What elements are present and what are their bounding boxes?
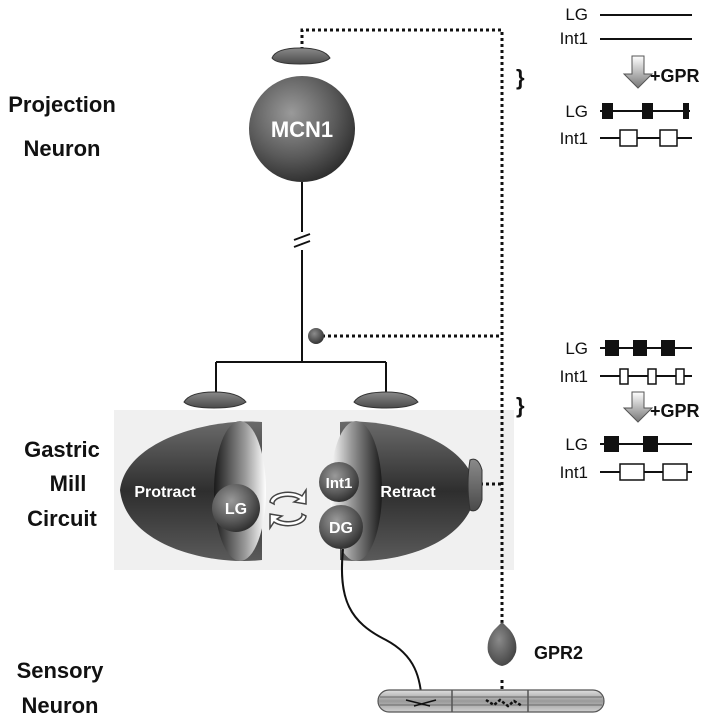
gpr2-neuron	[487, 622, 517, 666]
muscle-fibre	[377, 689, 605, 713]
mcn1-axon	[215, 182, 387, 393]
mcn1-neuron	[249, 76, 355, 182]
synapse-protract	[183, 391, 247, 409]
synapse-retract	[353, 391, 419, 409]
projection-neuron-label: Projection Neuron	[8, 92, 116, 161]
top-before-int1-label: Int1	[560, 29, 588, 48]
svg-text:Gastric: Gastric	[24, 437, 100, 462]
int1-neuron	[319, 462, 359, 502]
gastric-mill-circuit-label: Gastric Mill Circuit	[24, 437, 100, 531]
mcn1-input-synapse	[271, 47, 331, 65]
dg-label: DG	[329, 520, 353, 537]
bottom-gpr-arrow-label: +GPR	[650, 401, 700, 421]
top-after-int1-label: Int1	[560, 129, 588, 148]
top-gpr-arrow-icon	[622, 55, 654, 89]
gpr-feedback-lines	[300, 28, 504, 700]
svg-text:Projection: Projection	[8, 92, 116, 117]
gpr2-label: GPR2	[534, 643, 583, 663]
top-activity-panel: } LG Int1 +GPR LG Int1	[516, 5, 700, 148]
svg-text:Neuron: Neuron	[24, 136, 101, 161]
reciprocal-cycle-icon	[269, 487, 307, 531]
mcn1-terminal	[308, 328, 324, 344]
top-before-lg-label: LG	[565, 5, 588, 24]
svg-text:Circuit: Circuit	[27, 506, 97, 531]
bottom-before-lg-label: LG	[565, 339, 588, 358]
svg-text:Mill: Mill	[50, 471, 87, 496]
mcn1-label: MCN1	[271, 117, 333, 142]
top-panel-brace: }	[516, 65, 525, 90]
sensory-neuron-label: Sensory Neuron	[17, 658, 105, 718]
top-after-lg-label: LG	[565, 102, 588, 121]
dg-neuron	[319, 505, 363, 549]
top-gpr-arrow-label: +GPR	[650, 66, 700, 86]
bottom-after-lg-label: LG	[565, 435, 588, 454]
bottom-activity-panel: } LG Int1 +GPR LG Int1	[516, 339, 700, 482]
bottom-gpr-arrow-icon	[622, 391, 654, 423]
bottom-after-int1-label: Int1	[560, 463, 588, 482]
bottom-before-int1-label: Int1	[560, 367, 588, 386]
lg-neuron	[212, 484, 260, 532]
int1-label: Int1	[326, 475, 353, 492]
protract-label: Protract	[134, 484, 196, 501]
svg-text:Neuron: Neuron	[22, 693, 99, 718]
retract-label: Retract	[380, 484, 436, 501]
bottom-panel-brace: }	[516, 393, 525, 418]
lg-label: LG	[225, 501, 247, 518]
svg-text:Sensory: Sensory	[17, 658, 105, 683]
synapse-gpr-retract	[467, 458, 483, 512]
dg-axon	[341, 548, 423, 703]
